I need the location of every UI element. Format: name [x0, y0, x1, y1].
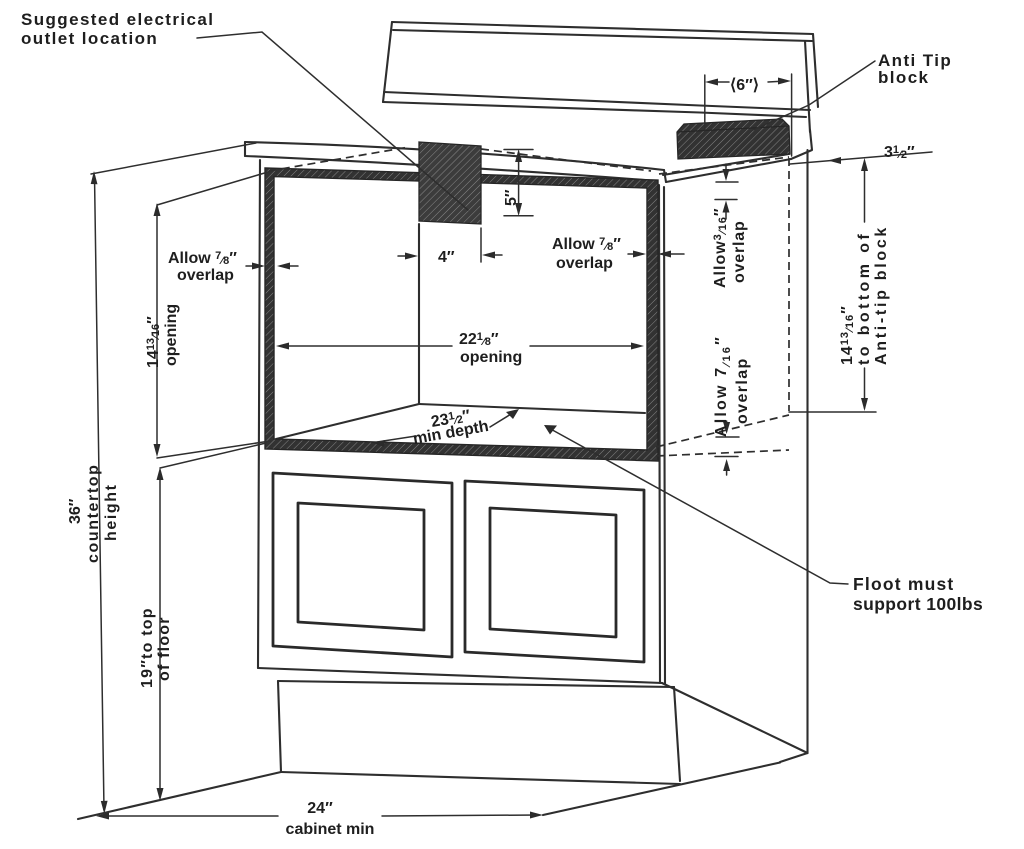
svg-text:outlet location: outlet location	[21, 29, 158, 48]
svg-text:Allow 7⁄16″: Allow 7⁄16″	[713, 335, 733, 437]
svg-text:231⁄2″: 231⁄2″	[430, 407, 472, 431]
svg-text:opening: opening	[460, 349, 522, 366]
svg-text:opening: opening	[163, 304, 180, 366]
svg-text:block: block	[878, 68, 929, 87]
svg-text:Allow3⁄16″: Allow3⁄16″	[712, 207, 729, 288]
svg-text:height: height	[103, 483, 120, 541]
svg-text:of floor: of floor	[156, 616, 173, 681]
svg-text:overlap: overlap	[731, 220, 748, 283]
svg-text:5″: 5″	[503, 189, 520, 206]
svg-text:overlap: overlap	[734, 357, 751, 424]
svg-text:overlap: overlap	[177, 267, 234, 284]
svg-text:Anti-tip block: Anti-tip block	[873, 225, 890, 365]
svg-text:19″to top: 19″to top	[139, 607, 156, 688]
svg-text:1413⁄16″: 1413⁄16″	[145, 316, 162, 368]
svg-text:Floot must: Floot must	[853, 574, 954, 594]
svg-text:Suggested electrical: Suggested electrical	[21, 10, 214, 29]
svg-text:36″: 36″	[67, 498, 84, 524]
svg-text:24″: 24″	[307, 800, 333, 817]
svg-text:Anti Tip: Anti Tip	[878, 51, 952, 70]
svg-text:Allow 7⁄8″: Allow 7⁄8″	[552, 236, 621, 253]
svg-text:4″: 4″	[438, 249, 455, 266]
svg-text:221⁄8″: 221⁄8″	[459, 331, 499, 348]
svg-text:31⁄2″: 31⁄2″	[884, 144, 915, 161]
svg-text:Allow 7⁄8″: Allow 7⁄8″	[168, 250, 237, 267]
svg-text:1413⁄16″: 1413⁄16″	[839, 305, 856, 365]
svg-text:overlap: overlap	[556, 255, 613, 272]
svg-text:countertop: countertop	[85, 463, 102, 563]
svg-text:support 100lbs: support 100lbs	[853, 594, 983, 614]
svg-text:cabinet min: cabinet min	[286, 821, 375, 838]
svg-text:⟨6″⟩: ⟨6″⟩	[730, 77, 759, 94]
svg-text:to bottom of: to bottom of	[856, 231, 873, 365]
